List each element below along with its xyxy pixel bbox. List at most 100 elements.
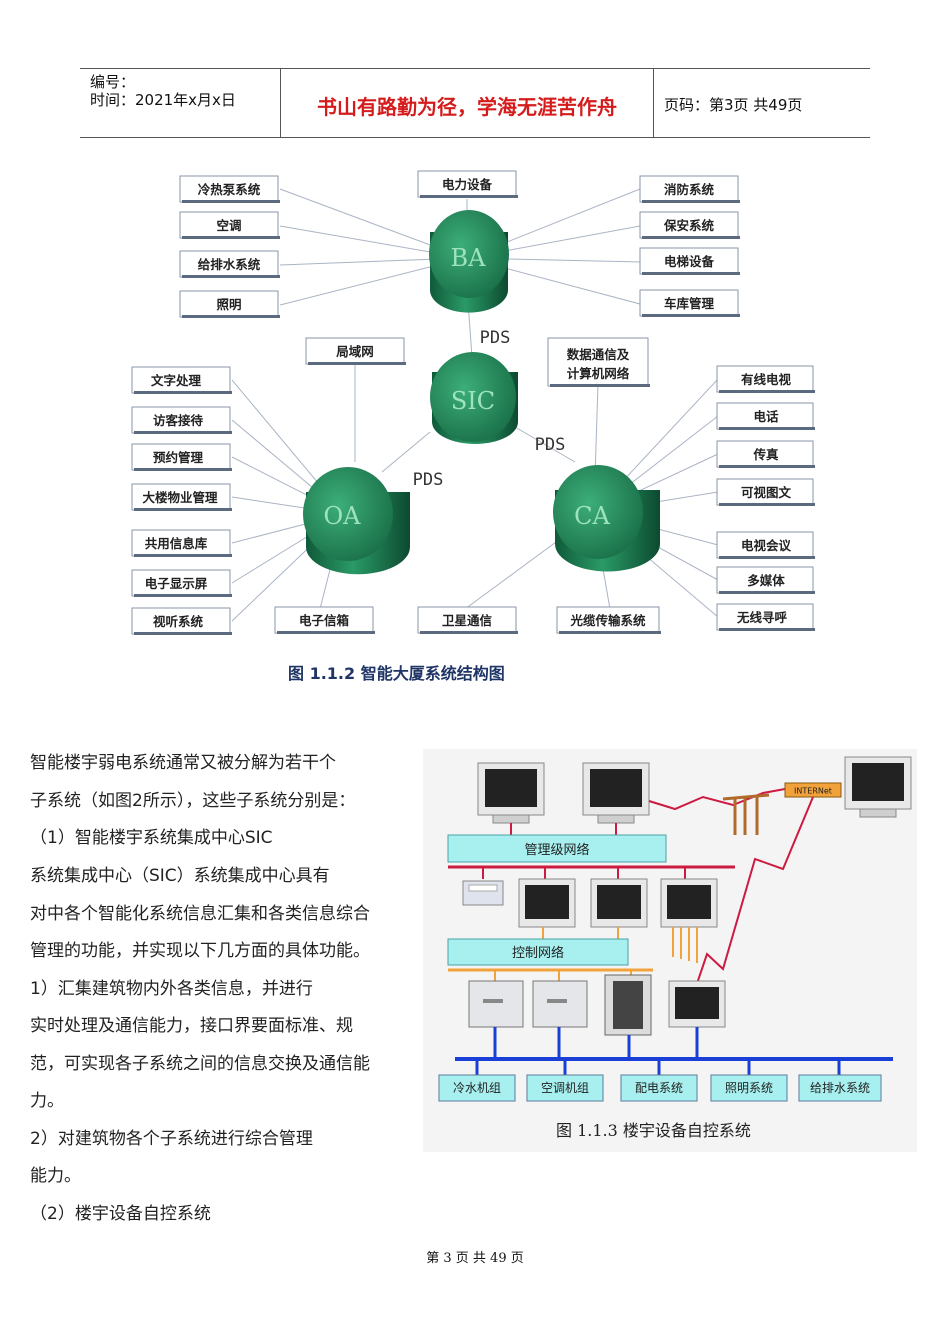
header-page-cell: 页码：第3页 共49页 (654, 69, 870, 137)
body-line: 能力。 (30, 1166, 81, 1186)
box-oa-left-5: 电子显示屏 (131, 569, 232, 597)
monitor-icon (518, 878, 576, 928)
svg-text:电力设备: 电力设备 (442, 177, 493, 192)
box-ca-right-5: 多媒体 (716, 566, 815, 594)
svg-text:消防系统: 消防系统 (664, 182, 715, 197)
body-line: 实时处理及通信能力，接口界要面标准、规 (30, 1016, 353, 1036)
header-page-info: 页码：第3页 共49页 (664, 96, 803, 114)
control-network-bar (447, 938, 629, 966)
mgmt-network-bar (447, 834, 667, 863)
controller-icon (468, 980, 524, 1028)
figure1-caption: 图 1.1.2 智能大厦系统结构图 (288, 664, 505, 683)
body-line: 智能楼宇弱电系统通常又被分解为若干个 (30, 753, 336, 773)
box-ba-right-0: 消防系统 (639, 175, 740, 203)
pds-label-2: PDS (413, 470, 444, 490)
svg-text:冷热泵系统: 冷热泵系统 (198, 182, 261, 197)
monitor-icon (844, 756, 912, 818)
figure-building-automation: INTERNet 管理级网络 控制网络 冷水机组 空调机组 (423, 749, 917, 1152)
svg-text:空调: 空调 (216, 218, 241, 233)
node-label-ba: BA (451, 244, 487, 272)
box-ba-left-2: 给排水系统 (179, 250, 280, 278)
header-meta-cell: 编号： 时间：2021年x月x日 (80, 69, 281, 137)
svg-text:共用信息库: 共用信息库 (145, 536, 208, 551)
header-motto: 书山有路勤为径，学海无涯苦作舟 (317, 95, 617, 119)
box-power: 配电系统 (620, 1074, 698, 1102)
pds-label-1: PDS (480, 328, 511, 348)
svg-text:视听系统: 视听系统 (153, 614, 204, 629)
svg-text:电梯设备: 电梯设备 (664, 254, 715, 269)
svg-text:有线电视: 有线电视 (741, 372, 792, 387)
control-network-label: 控制网络 (512, 945, 564, 961)
box-ca-bottom-1: 光缆传输系统 (556, 606, 661, 634)
box-ba-right-3: 车库管理 (639, 289, 740, 317)
box-oa-left-6: 视听系统 (131, 607, 232, 635)
box-ca-top: 数据通信及 计算机网络 (547, 337, 650, 387)
printer-icon (462, 880, 504, 906)
box-oa-left-2: 预约管理 (131, 443, 232, 471)
box-ba-right-1: 保安系统 (639, 211, 740, 239)
body-line: 2）对建筑物各个子系统进行综合管理 (30, 1129, 313, 1149)
svg-text:电子显示屏: 电子显示屏 (145, 576, 208, 591)
body-line: 1）汇集建筑物内外各类信息，并进行 (30, 979, 313, 999)
page-footer: 第 3 页 共 49 页 (426, 1251, 524, 1266)
monitor-icon (668, 980, 726, 1028)
box-ba-left-3: 照明 (179, 290, 280, 318)
svg-text:保安系统: 保安系统 (663, 218, 715, 233)
body-line: 管理的功能，并实现以下几方面的具体功能。 (30, 941, 370, 961)
figure-building-structure: BA SIC OA CA PDS PDS PDS 冷热泵系统 空调 给排水系统 … (131, 170, 815, 683)
svg-text:电视会议: 电视会议 (741, 538, 792, 553)
body-line: （2）楼宇设备自控系统 (30, 1204, 211, 1224)
pds-label-3: PDS (535, 435, 566, 455)
mgmt-network-label: 管理级网络 (524, 842, 589, 858)
internet-label: INTERNet (794, 787, 832, 796)
controller-icon (532, 980, 588, 1028)
body-line: 力。 (30, 1091, 64, 1111)
svg-text:照明: 照明 (216, 297, 241, 312)
svg-text:卫星通信: 卫星通信 (442, 613, 493, 628)
cabinet-icon (604, 974, 652, 1036)
svg-text:传真: 传真 (752, 447, 779, 462)
box-ca-right-3: 可视图文 (716, 478, 815, 506)
node-label-sic: SIC (451, 387, 495, 415)
box-oa-left-0: 文字处理 (131, 366, 232, 394)
svg-text:电话: 电话 (753, 409, 779, 424)
serial-label: 编号： (90, 73, 136, 91)
box-ba-left-1: 空调 (179, 211, 280, 239)
body-line: （1）智能楼宇系统集成中心SIC (30, 828, 273, 848)
svg-text:车库管理: 车库管理 (664, 296, 715, 311)
body-line: 对中各个智能化系统信息汇集和各类信息综合 (30, 904, 370, 924)
box-ca-right-6: 无线寻呼 (716, 603, 815, 631)
figure2-caption: 图 1.1.3 楼宇设备自控系统 (556, 1121, 751, 1140)
header-motto-cell: 书山有路勤为径，学海无涯苦作舟 (281, 69, 654, 137)
svg-text:计算机网络: 计算机网络 (567, 366, 630, 381)
svg-text:预约管理: 预约管理 (153, 450, 204, 465)
box-ca-bottom-0: 卫星通信 (417, 606, 518, 634)
box-ahu: 空调机组 (526, 1074, 604, 1102)
box-ca-right-4: 电视会议 (716, 531, 815, 559)
svg-text:配电系统: 配电系统 (635, 1081, 683, 1095)
box-oa-left-3: 大楼物业管理 (131, 483, 232, 511)
svg-text:多媒体: 多媒体 (747, 573, 785, 588)
cylinder-ca: CA (553, 465, 660, 572)
box-oa-bottom: 电子信箱 (274, 606, 375, 634)
body-line: 子系统（如图2所示），这些子系统分别是： (30, 791, 356, 811)
box-chiller: 冷水机组 (438, 1074, 516, 1102)
box-lighting: 照明系统 (710, 1074, 788, 1102)
box-oa-left-1: 访客接待 (131, 406, 232, 434)
svg-text:给排水系统: 给排水系统 (810, 1081, 870, 1095)
svg-text:数据通信及: 数据通信及 (566, 347, 630, 362)
red-link (684, 796, 814, 1020)
svg-text:照明系统: 照明系统 (725, 1081, 773, 1095)
time-label: 时间：2021年x月x日 (90, 91, 236, 109)
cylinder-sic: SIC (430, 352, 518, 444)
box-ca-right-1: 电话 (716, 402, 815, 430)
svg-text:给排水系统: 给排水系统 (198, 257, 261, 272)
svg-text:无线寻呼: 无线寻呼 (736, 610, 788, 625)
box-ba-top: 电力设备 (417, 170, 518, 198)
body-line: 系统集成中心（SIC）系统集成中心具有 (30, 866, 330, 886)
svg-text:可视图文: 可视图文 (741, 485, 792, 500)
node-label-oa: OA (323, 502, 361, 530)
page-header: 编号： 时间：2021年x月x日 书山有路勤为径，学海无涯苦作舟 页码：第3页 … (80, 68, 870, 138)
box-ca-right-2: 传真 (716, 440, 815, 468)
node-label-ca: CA (574, 502, 610, 530)
